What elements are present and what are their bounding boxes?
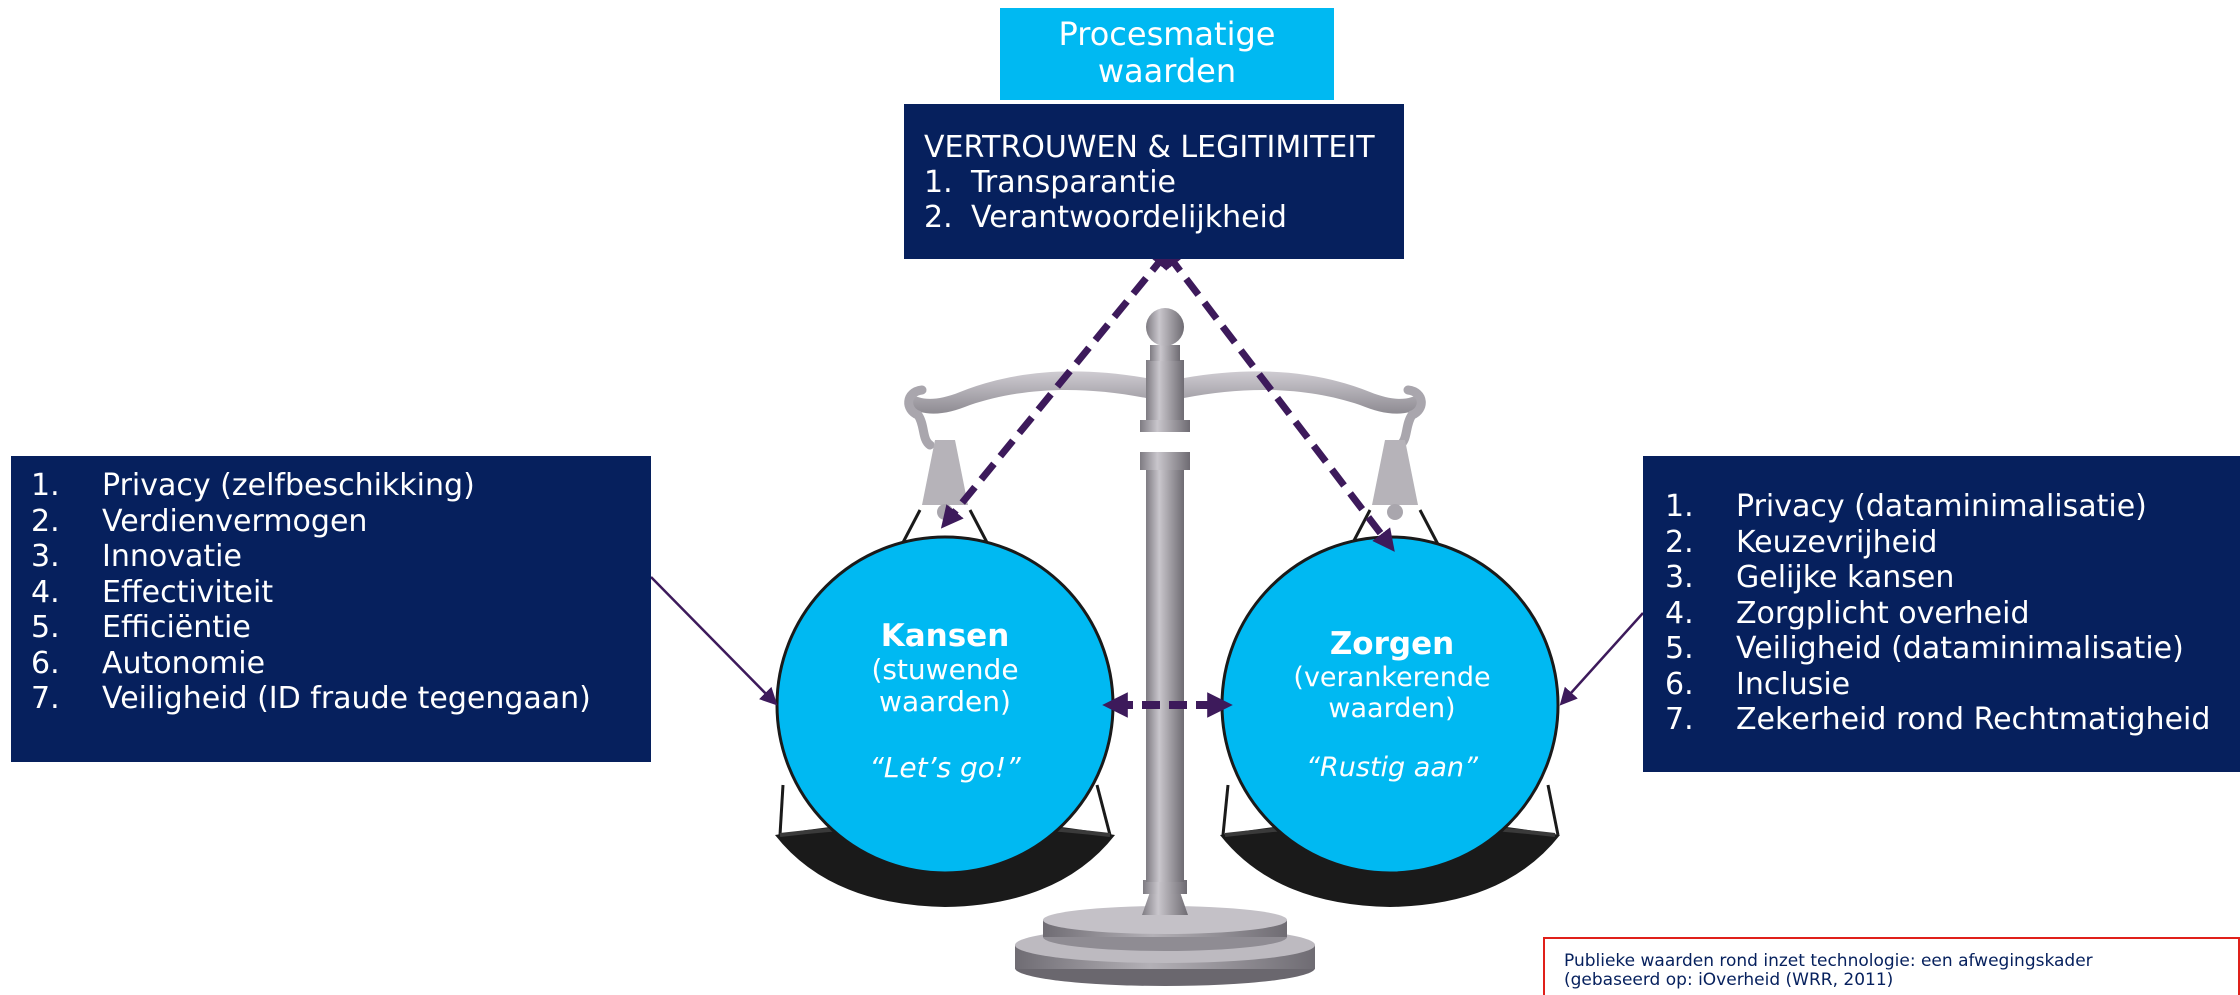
scale-base <box>1015 906 1315 986</box>
list-item: 1.Transparantie <box>924 165 1176 200</box>
kansen-subtitle-2: waarden) <box>879 685 1011 718</box>
anchoring-values-list: 1.Privacy (dataminimalisatie) 2.Keuzevri… <box>1665 489 2240 738</box>
source-line-2: (gebaseerd op: iOverheid (WRR, 2011) <box>1564 970 1894 990</box>
trust-title: VERTROUWEN & LEGITIMITEIT <box>924 130 1375 165</box>
trust-legitimacy-box: VERTROUWEN & LEGITIMITEIT 1.Transparanti… <box>904 104 1404 259</box>
driving-values-box: 1.Privacy (zelfbeschikking) 2.Verdienver… <box>11 456 651 762</box>
list-item: 4.Effectiviteit <box>31 574 274 610</box>
trust-to-kansen-arrow <box>940 246 1173 529</box>
process-values-line1: Procesmatige <box>1058 15 1276 53</box>
trust-list: 1.Transparantie 2.Verantwoordelijkheid <box>924 165 1404 235</box>
trust-to-zorgen-arrow <box>1161 246 1395 552</box>
kansen-title: Kansen <box>880 618 1010 654</box>
source-caption: Publieke waarden rond inzet technologie:… <box>1543 937 2240 995</box>
list-item: 2.Verdienvermogen <box>31 503 368 539</box>
right-box-connector <box>1559 612 1644 706</box>
kansen-label: Kansen (stuwende waarden) “Let’s go!” <box>780 618 1110 784</box>
zorgen-title: Zorgen <box>1329 626 1455 662</box>
list-item: 2.Verantwoordelijkheid <box>924 200 1287 235</box>
zorgen-subtitle-2: waarden) <box>1328 693 1456 724</box>
zorgen-label: Zorgen (verankerende waarden) “Rustig aa… <box>1227 626 1557 784</box>
list-item: 1.Privacy (zelfbeschikking) <box>31 468 475 503</box>
list-item: 4.Zorgplicht overheid <box>1665 595 2030 631</box>
driving-values-list: 1.Privacy (zelfbeschikking) 2.Verdienver… <box>31 468 651 717</box>
list-item: 5.Efficiëntie <box>31 610 251 645</box>
list-item: 5.Veiligheid (dataminimalisatie) <box>1665 631 2184 666</box>
list-item: 7.Zekerheid rond Rechtmatigheid <box>1665 702 2211 737</box>
list-item: 1.Privacy (dataminimalisatie) <box>1665 489 2147 524</box>
process-values-line2: waarden <box>1097 52 1237 90</box>
zorgen-quote: “Rustig aan” <box>1306 752 1478 783</box>
kansen-quote: “Let’s go!” <box>869 751 1021 784</box>
list-item: 3.Innovatie <box>31 539 242 574</box>
anchoring-values-box: 1.Privacy (dataminimalisatie) 2.Keuzevri… <box>1643 456 2240 772</box>
scale-pillar <box>1140 308 1190 915</box>
list-item: 2.Keuzevrijheid <box>1665 524 1938 560</box>
list-item: 7.Veiligheid (ID fraude tegengaan) <box>31 681 591 716</box>
list-item: 6.Inclusie <box>1665 666 1851 702</box>
process-values-header: Procesmatige waarden <box>1000 8 1334 100</box>
left-box-connector <box>650 576 778 706</box>
kansen-subtitle-1: (stuwende <box>871 653 1019 686</box>
zorgen-subtitle-1: (verankerende <box>1293 662 1491 693</box>
list-item: 3.Gelijke kansen <box>1665 560 1955 595</box>
source-line-1: Publieke waarden rond inzet technologie:… <box>1564 951 2093 971</box>
list-item: 6.Autonomie <box>31 645 266 681</box>
